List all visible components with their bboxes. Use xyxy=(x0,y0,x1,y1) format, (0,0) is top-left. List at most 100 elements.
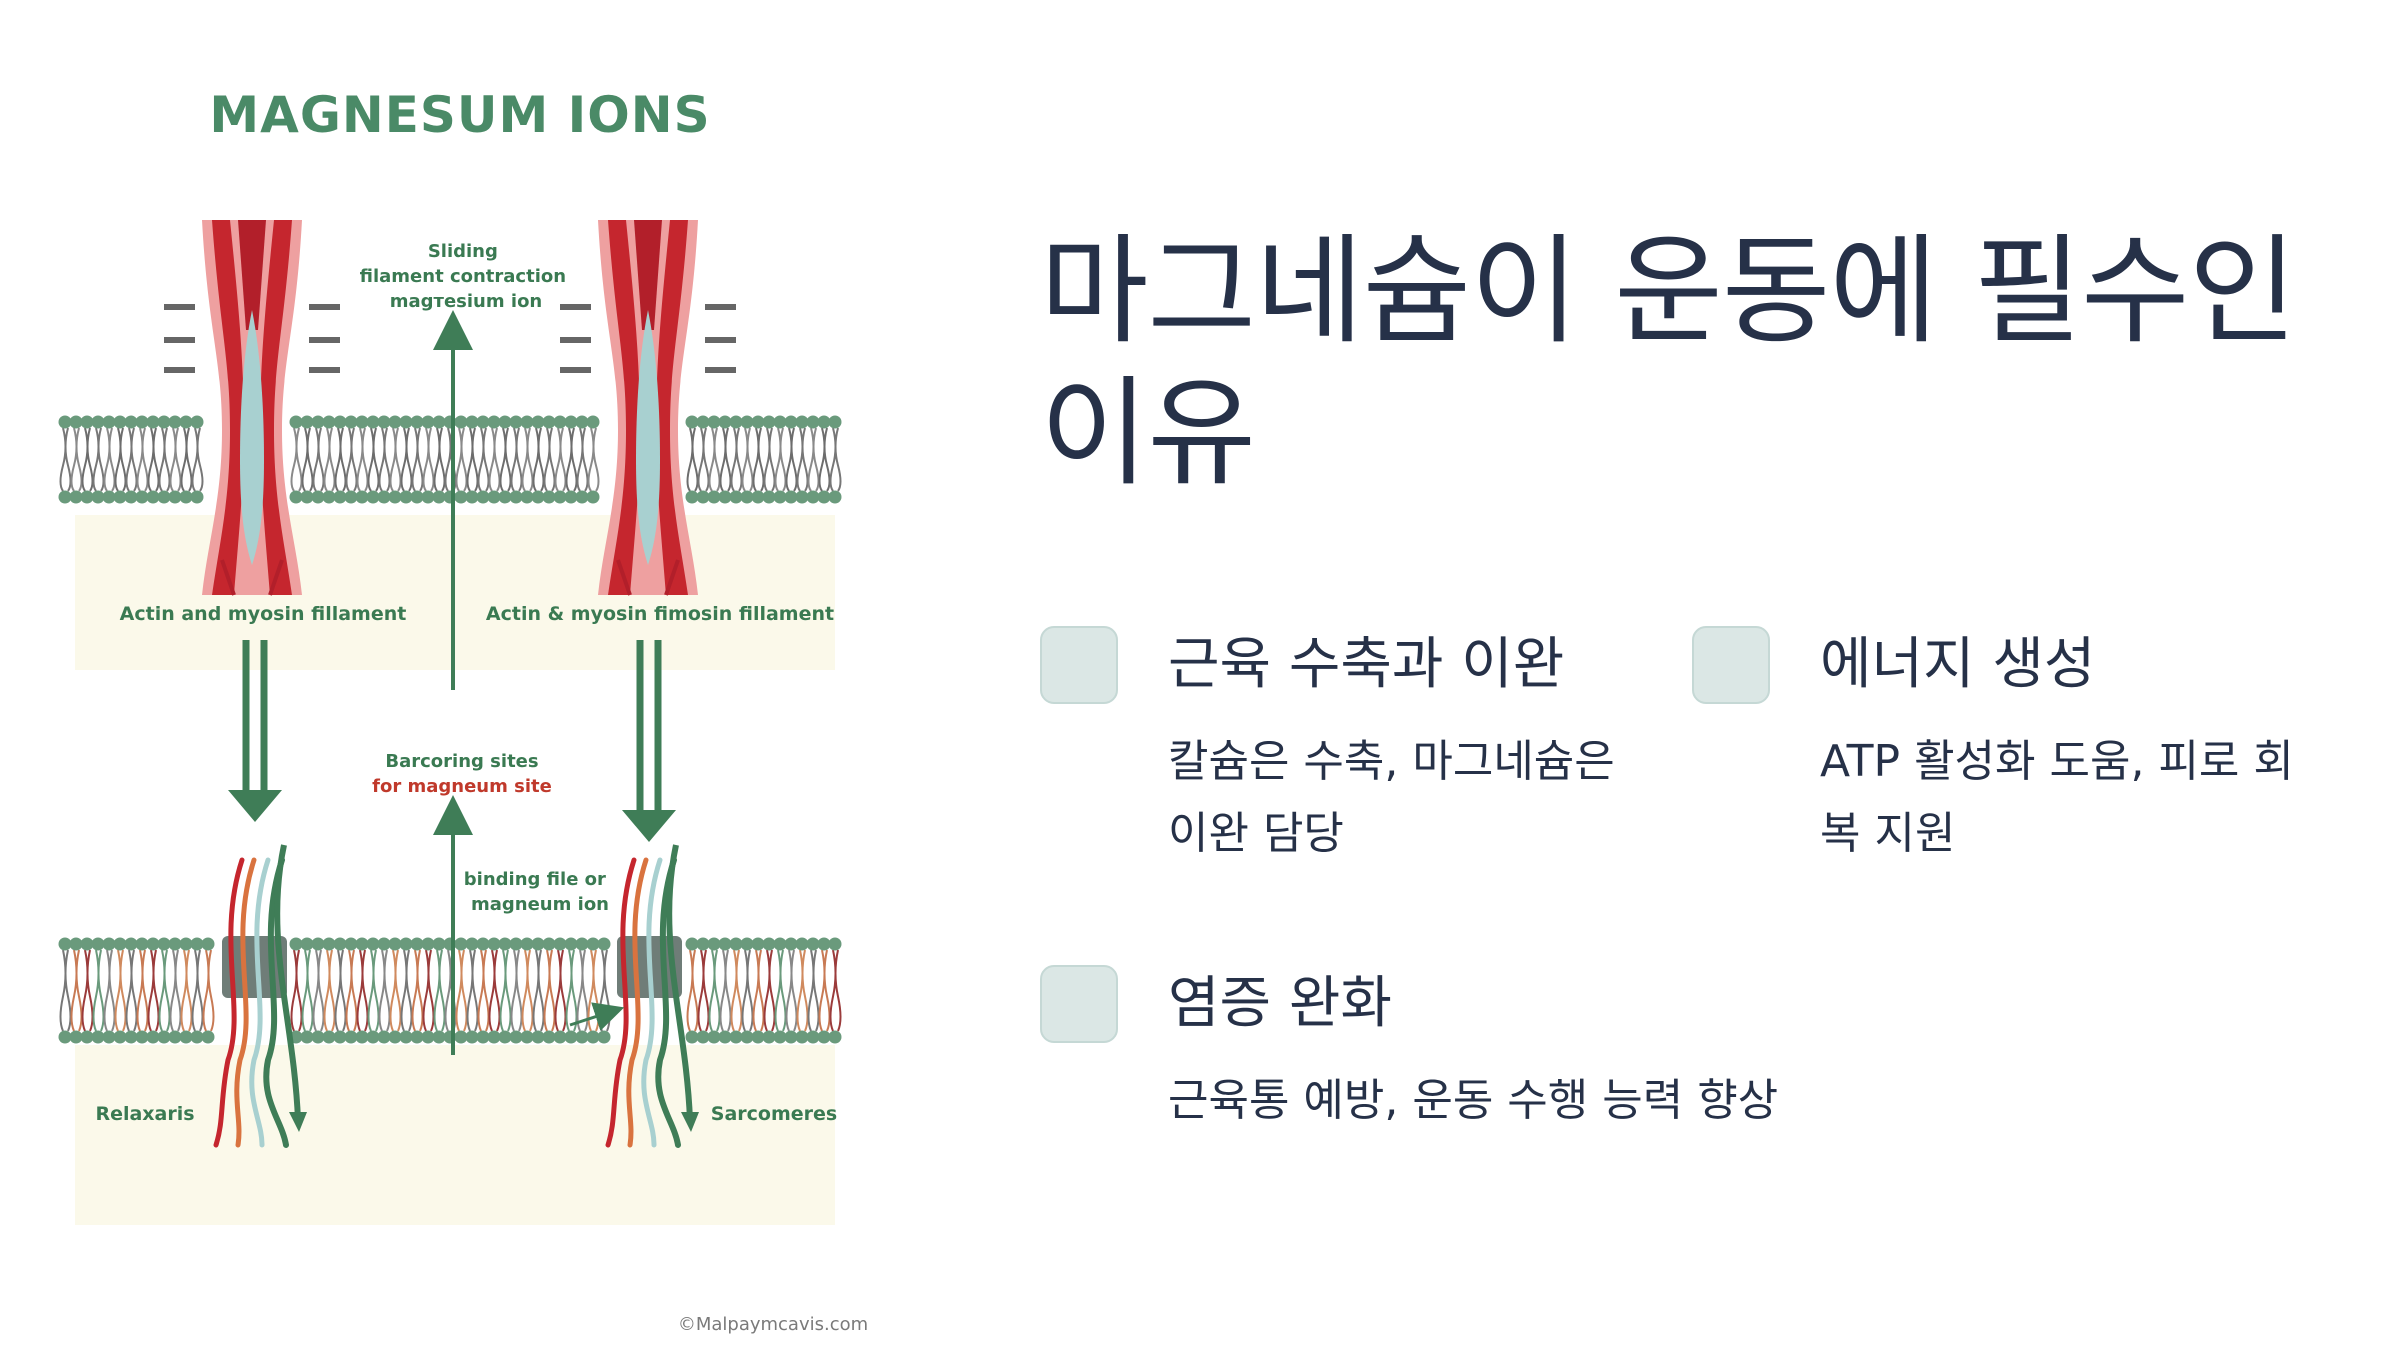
lipid xyxy=(377,415,391,504)
lipid xyxy=(146,937,160,1044)
lipid xyxy=(300,415,314,504)
lipid xyxy=(58,937,72,1044)
binding-label-line-1: binding file or xyxy=(464,869,606,890)
lipid xyxy=(399,937,413,1044)
lipid xyxy=(685,937,699,1044)
feature-description: 근육통 예방, 운동 수행 능력 향상 xyxy=(1168,1075,1779,1126)
lipid xyxy=(190,415,204,504)
muscle-column-right xyxy=(560,220,736,596)
lipid xyxy=(696,937,710,1044)
fiber-bundle-right xyxy=(605,844,699,1148)
lipid xyxy=(806,415,820,504)
sarcomeres-label: Sarcomeres xyxy=(711,1103,837,1125)
lipid xyxy=(377,937,391,1044)
lipid xyxy=(179,937,193,1044)
lipid xyxy=(465,937,479,1044)
sliding-label-line-2: filament contraction xyxy=(360,266,566,287)
lipid xyxy=(564,415,578,504)
lipid xyxy=(157,937,171,1044)
lipid xyxy=(179,415,193,504)
slide-title: 마그네슘이 운동에 필수인 이유 xyxy=(1040,222,2297,502)
lipid xyxy=(784,937,798,1044)
cell-membrane-top xyxy=(58,415,842,504)
lipid xyxy=(113,937,127,1044)
lipid xyxy=(454,415,468,504)
lipid xyxy=(762,415,776,504)
lipid xyxy=(718,937,732,1044)
lipid xyxy=(498,415,512,504)
lipid xyxy=(751,415,765,504)
lipid xyxy=(410,937,424,1044)
feature-description: 칼슘은 수축, 마그네슘은 이완 담당 xyxy=(1168,736,1615,859)
feature-title: 에너지 생성 xyxy=(1820,632,2096,697)
diagram-heading: MAGNESUM IONS xyxy=(209,86,710,144)
barcoring-sites-label: Barcoring sites xyxy=(385,751,538,772)
lipid xyxy=(729,415,743,504)
lipid xyxy=(300,937,314,1044)
lipid xyxy=(817,937,831,1044)
lipid xyxy=(586,415,600,504)
lipid xyxy=(454,937,468,1044)
relaxaris-label: Relaxaris xyxy=(95,1103,194,1125)
lipid xyxy=(421,937,435,1044)
muscle-column-left xyxy=(164,220,340,596)
lipid xyxy=(509,937,523,1044)
lipid xyxy=(124,415,138,504)
lipid xyxy=(201,937,215,1044)
lipid xyxy=(817,415,831,504)
lipid xyxy=(366,415,380,504)
lipid xyxy=(696,415,710,504)
lipid xyxy=(124,937,138,1044)
lipid xyxy=(410,415,424,504)
diagram-panel: MAGNESUM IONS Sliding filament contracti… xyxy=(0,0,930,1350)
magneum-site-label: for magneum site xyxy=(372,776,552,797)
lipid xyxy=(520,415,534,504)
lipid xyxy=(344,415,358,504)
feature-description: ATP 활성화 도움, 피로 회복 지원 xyxy=(1820,736,2294,859)
lipid xyxy=(69,937,83,1044)
lipid xyxy=(333,937,347,1044)
lipid xyxy=(795,937,809,1044)
lipid xyxy=(740,937,754,1044)
lower-cream-panel xyxy=(75,1045,835,1225)
lipid xyxy=(465,415,479,504)
lipid xyxy=(553,937,567,1044)
lipid xyxy=(597,937,611,1044)
lipid xyxy=(168,937,182,1044)
lipid xyxy=(135,415,149,504)
lipid xyxy=(564,937,578,1044)
feature-title: 근육 수축과 이완 xyxy=(1168,632,1565,697)
lipid xyxy=(388,415,402,504)
lipid xyxy=(828,937,842,1044)
sliding-label-line-1: Sliding xyxy=(428,241,498,262)
lipid xyxy=(135,937,149,1044)
lipid xyxy=(69,415,83,504)
lipid xyxy=(707,937,721,1044)
binding-label: binding file or magneum ion xyxy=(464,869,612,915)
lipid xyxy=(289,415,303,504)
lipid xyxy=(91,937,105,1044)
lipid xyxy=(146,415,160,504)
cell-membrane-bottom xyxy=(58,937,842,1044)
lipid xyxy=(509,415,523,504)
lipid xyxy=(289,937,303,1044)
lipid xyxy=(575,937,589,1044)
lipid xyxy=(740,415,754,504)
lipid xyxy=(476,937,490,1044)
down-arrow-right xyxy=(622,640,676,842)
small-diagonal-arrow xyxy=(569,1002,625,1031)
lipid xyxy=(366,937,380,1044)
lipid xyxy=(718,415,732,504)
lipid xyxy=(102,937,116,1044)
lipid xyxy=(773,415,787,504)
lipid xyxy=(773,937,787,1044)
sliding-label: Sliding filament contraction magтesium i… xyxy=(360,241,573,312)
lipid xyxy=(168,415,182,504)
lipid xyxy=(586,937,600,1044)
sliding-label-line-3: magтesium ion xyxy=(390,291,543,312)
lipid xyxy=(685,415,699,504)
magnesium-diagram: MAGNESUM IONS Sliding filament contracti… xyxy=(58,86,868,1335)
lipid xyxy=(432,937,446,1044)
feature-checkbox xyxy=(1040,965,1118,1043)
lipid xyxy=(432,415,446,504)
